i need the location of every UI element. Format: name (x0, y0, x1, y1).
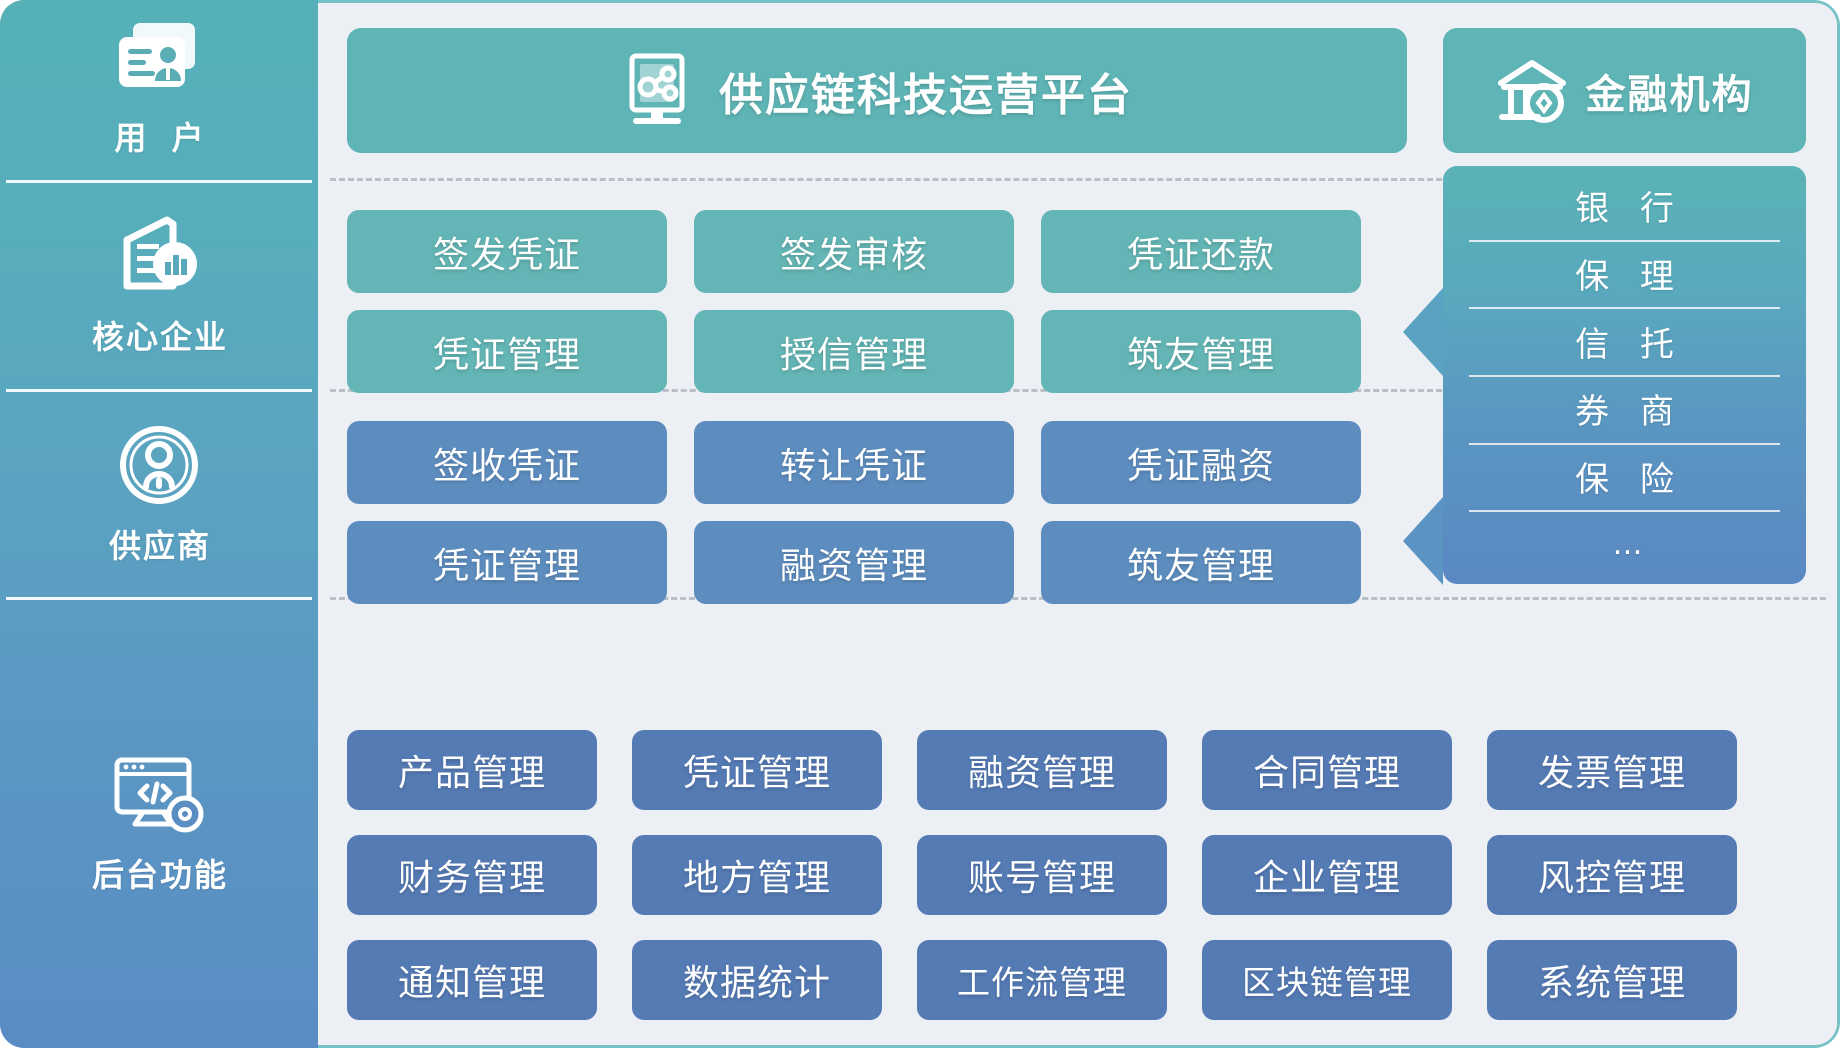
sidebar-item-backend[interactable]: 后台功能 (0, 600, 318, 1048)
card-backend-2-5[interactable]: 风控管理 (1487, 835, 1737, 915)
finance-list-item[interactable]: 保 理 (1443, 239, 1806, 308)
section-divider-1 (330, 178, 1505, 181)
card-core-2-3[interactable]: 筑友管理 (1041, 310, 1361, 393)
finance-list-item[interactable]: 信 托 (1443, 307, 1806, 375)
card-core-1-3[interactable]: 凭证还款 (1041, 210, 1361, 293)
office-building-chart-icon (113, 214, 205, 298)
card-backend-3-3[interactable]: 工作流管理 (917, 940, 1167, 1020)
card-supplier-2-1[interactable]: 凭证管理 (347, 521, 667, 604)
card-supplier-2-3[interactable]: 筑友管理 (1041, 521, 1361, 604)
card-backend-1-5[interactable]: 发票管理 (1487, 730, 1737, 810)
bank-building-icon (1496, 57, 1568, 125)
sidebar-divider-2 (6, 389, 312, 392)
platform-title-banner: 供应链科技运营平台 (347, 28, 1407, 153)
sidebar-item-user[interactable]: 用 户 (0, 0, 318, 180)
card-core-2-1[interactable]: 凭证管理 (347, 310, 667, 393)
finance-title: 金融机构 (1585, 71, 1754, 118)
page-title: 供应链科技运营平台 (719, 69, 1133, 121)
card-backend-3-4[interactable]: 区块链管理 (1202, 940, 1452, 1020)
card-supplier-1-1[interactable]: 签收凭证 (347, 421, 667, 504)
card-backend-1-3[interactable]: 融资管理 (917, 730, 1167, 810)
sidebar-item-supplier[interactable]: 供应商 (0, 392, 318, 597)
card-backend-2-4[interactable]: 企业管理 (1202, 835, 1452, 915)
finance-list-item-more[interactable]: … (1443, 510, 1806, 578)
sidebar-item-label: 后台功能 (91, 856, 228, 894)
sidebar: 用 户 核心企业 (0, 0, 318, 1048)
finance-list-item[interactable]: 银 行 (1575, 189, 1684, 230)
user-circle-icon (113, 423, 205, 507)
card-backend-1-2[interactable]: 凭证管理 (632, 730, 882, 810)
card-supplier-2-2[interactable]: 融资管理 (694, 521, 1014, 604)
card-backend-1-1[interactable]: 产品管理 (347, 730, 597, 810)
flow-arrow-finance-supplier (1403, 497, 1443, 585)
card-backend-2-1[interactable]: 财务管理 (347, 835, 597, 915)
card-supplier-1-2[interactable]: 转让凭证 (694, 421, 1014, 504)
card-backend-2-2[interactable]: 地方管理 (632, 835, 882, 915)
code-window-gear-icon (109, 752, 209, 836)
finance-institutions-header: 金融机构 (1443, 28, 1806, 153)
sidebar-item-label: 核心企业 (91, 318, 228, 356)
finance-list-item[interactable]: 保 险 (1443, 442, 1806, 511)
card-supplier-1-3[interactable]: 凭证融资 (1041, 421, 1361, 504)
sidebar-divider-3 (6, 597, 312, 600)
sidebar-divider-1 (6, 180, 312, 183)
card-core-1-1[interactable]: 签发凭证 (347, 210, 667, 293)
sidebar-item-label: 供应商 (108, 526, 211, 565)
card-backend-3-5[interactable]: 系统管理 (1487, 940, 1737, 1020)
sidebar-item-label: 用 户 (114, 119, 211, 157)
card-backend-1-4[interactable]: 合同管理 (1202, 730, 1452, 810)
card-backend-3-2[interactable]: 数据统计 (632, 940, 882, 1020)
card-core-1-2[interactable]: 签发审核 (694, 210, 1014, 293)
finance-institutions-list: 银 行 保 理 信 托 券 商 保 险 … (1443, 166, 1806, 584)
flow-arrow-finance-core (1403, 288, 1443, 376)
sidebar-item-core-enterprise[interactable]: 核心企业 (0, 183, 318, 389)
card-core-2-2[interactable]: 授信管理 (694, 310, 1014, 393)
finance-list-item[interactable]: 券 商 (1443, 375, 1806, 443)
id-card-user-icon (113, 21, 205, 99)
card-backend-2-3[interactable]: 账号管理 (917, 835, 1167, 915)
network-monitor-icon (621, 53, 693, 129)
card-backend-3-1[interactable]: 通知管理 (347, 940, 597, 1020)
